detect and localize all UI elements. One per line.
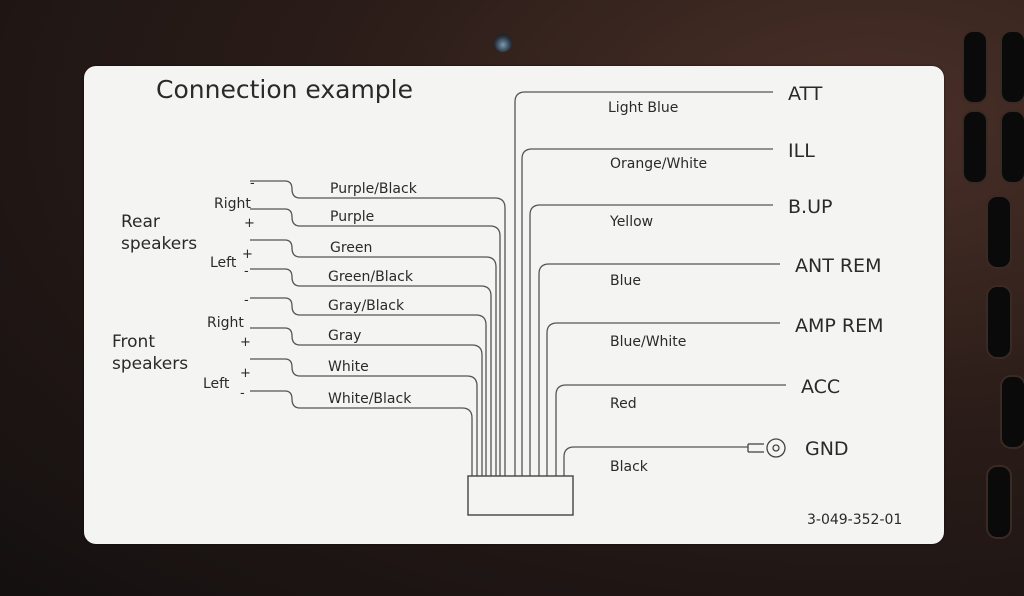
vent-slot [986,195,1012,269]
power-wire [555,384,786,476]
vent-slot [1000,110,1024,184]
group-label-rear: Rear speakers [121,212,197,254]
part-number: 3-049-352-01 [807,512,902,528]
speaker-wire [250,358,478,476]
vent-slot [1000,375,1024,449]
power-wire [546,322,780,476]
terminal-label: ATT [788,83,823,105]
connection-label [84,66,944,544]
polarity-label: - [250,176,255,191]
group-label-front-line: Front [112,332,155,352]
wire-color-label: Yellow [609,214,653,230]
wire-color-label: Purple [330,209,374,225]
group-label-front: Front speakers [112,332,188,374]
speaker-wire [250,208,501,476]
wire-color-label: Gray/Black [328,298,405,314]
wire-color-label: Black [610,459,649,475]
polarity-label: - [244,293,249,308]
power-wire [563,446,748,476]
terminal-label: AMP REM [795,315,884,337]
wire-color-label: Red [610,396,637,412]
left-wire-labels: Purple/Black - Purple + Green + Green/Black - Gr… [240,176,418,407]
vent-slot [962,110,988,184]
polarity-label: + [242,247,253,262]
speaker-wire [250,268,492,476]
wire-color-label: Orange/White [610,156,707,172]
speaker-wire [250,327,483,476]
wire-color-label: Blue/White [610,334,686,350]
speaker-wire [250,390,473,476]
group-label-rear-line: Rear [121,212,160,232]
terminal-label: ANT REM [795,255,881,277]
side-label-rear-left: Left [210,255,237,271]
vent-slot [1000,30,1024,104]
polarity-label: + [240,335,251,350]
polarity-label: + [240,366,251,381]
polarity-label: + [244,216,255,231]
wire-color-label: Green/Black [328,269,414,285]
wire-color-label: White [328,359,369,375]
polarity-label: - [244,264,249,279]
terminal-label: B.UP [788,196,832,218]
side-label-front-left: Left [203,376,230,392]
group-label-front-line: speakers [112,354,188,374]
side-label-front-right: Right [207,315,244,331]
power-wire [514,91,773,476]
right-wire-labels: Light Blue ATT Orange/White ILL Yellow B.UP Bl… [608,83,884,475]
wire-color-label: White/Black [328,391,412,407]
terminal-label: ILL [788,140,815,162]
terminal-label: ACC [801,376,840,398]
wire-color-label: Blue [610,273,641,289]
ground-lug-icon [747,438,786,458]
group-label-rear-line: speakers [121,234,197,254]
screw-hole [494,34,512,52]
polarity-label: - [240,386,245,401]
diagram-title: Connection example [156,75,413,104]
vent-slot [986,285,1012,359]
wire-color-label: Gray [328,328,361,344]
terminal-label: GND [805,438,849,460]
speaker-wire [250,297,487,476]
speaker-wire [250,180,506,476]
wire-color-label: Purple/Black [330,181,418,197]
vent-slot [986,465,1012,539]
power-wire [529,204,773,476]
power-wire [521,148,773,476]
vent-slot [962,30,988,104]
side-label-rear-right: Right [214,196,251,212]
power-wire [538,263,780,476]
wire-color-label: Light Blue [608,100,678,116]
wire-group [250,91,786,476]
harness-connector [467,475,574,516]
speaker-wire [250,239,497,476]
wire-color-label: Green [330,240,372,256]
